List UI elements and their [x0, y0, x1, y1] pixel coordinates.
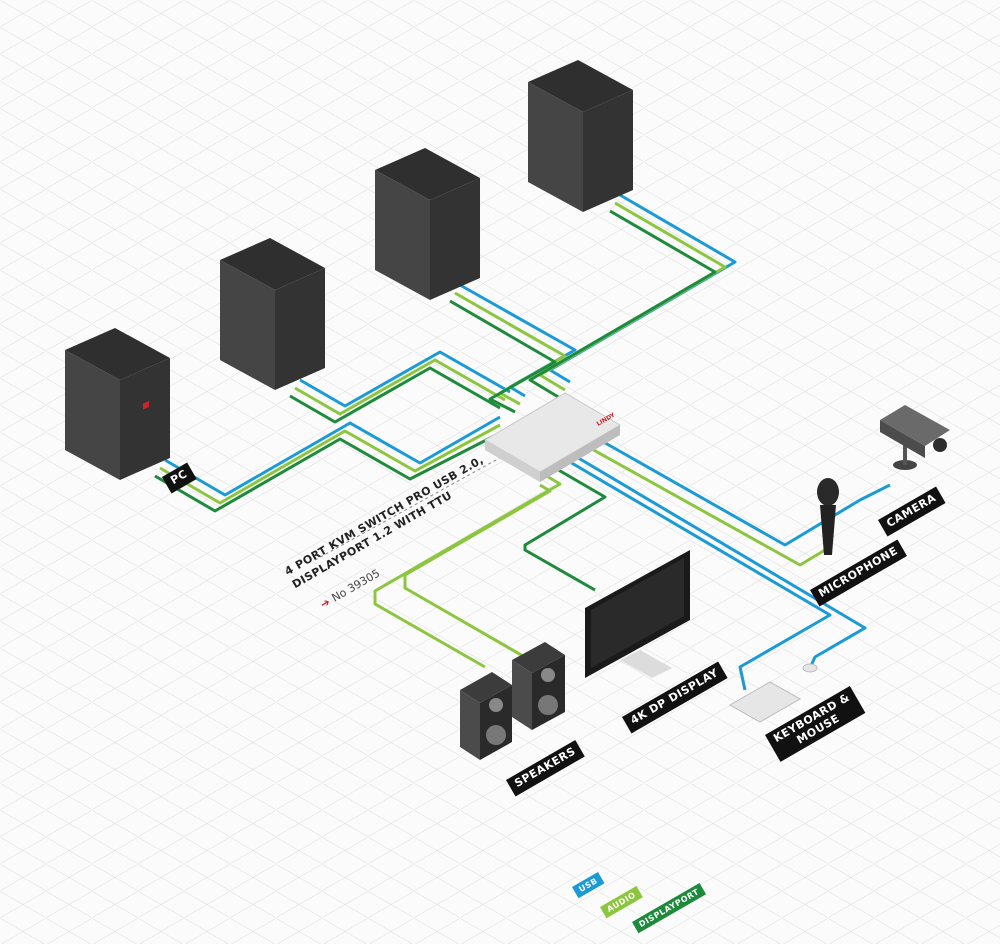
- speaker-right-icon: [512, 642, 565, 730]
- kvm-switch: LINDY: [484, 392, 621, 482]
- display-icon: [585, 550, 690, 678]
- camera-icon: [880, 405, 950, 470]
- cable-speakers-audio-1: [373, 473, 562, 669]
- mouse-icon: [802, 663, 818, 673]
- cable-pc1-dp: [154, 431, 501, 513]
- title-leader-line: [314, 454, 506, 561]
- pc-tower-1: [65, 328, 170, 480]
- cable-pc2-audio: [294, 358, 506, 416]
- cables: [154, 193, 891, 691]
- speaker-left-icon: [460, 672, 512, 760]
- cable-pc2-usb: [299, 350, 511, 408]
- cable-speakers-audio-2: [403, 483, 552, 662]
- cable-pc1-usb: [164, 415, 501, 497]
- cable-keyboard-usb: [569, 460, 832, 691]
- cable-display-dp: [523, 466, 607, 592]
- cable-microphone-audio: [589, 446, 826, 567]
- cable-camera-usb: [599, 438, 891, 547]
- cable-mouse-usb: [574, 454, 867, 669]
- cable-pc1-audio: [159, 423, 501, 505]
- keyboard-icon: [728, 681, 802, 723]
- cable-pc4-dp: [528, 209, 717, 400]
- cable-pc4-audio: [538, 201, 727, 392]
- pc-tower-4: [528, 60, 633, 212]
- pc-tower-3: [375, 148, 480, 300]
- microphone-icon: [817, 478, 839, 555]
- cable-pc3-dp: [449, 299, 557, 414]
- pc-tower-2: [220, 238, 325, 390]
- cable-pc2-dp: [289, 366, 501, 424]
